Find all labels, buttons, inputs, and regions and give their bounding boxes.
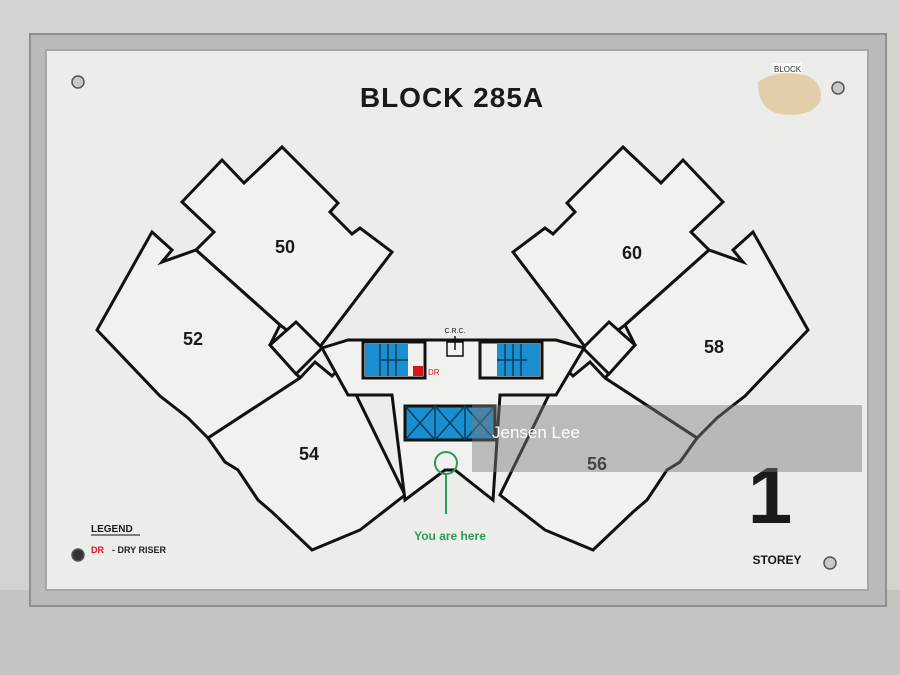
dry-riser-label: DR bbox=[428, 368, 440, 377]
watermark-text: Jensen Lee bbox=[492, 423, 580, 442]
left-wing-units bbox=[95, 144, 407, 552]
unit-58-label: 58 bbox=[704, 337, 724, 357]
you-are-here-marker: You are here bbox=[414, 451, 486, 543]
watermark-band bbox=[472, 405, 862, 472]
crc-label: C.R.C. bbox=[445, 328, 466, 335]
core-area: DR C.R.C. bbox=[319, 328, 587, 503]
unit-54-outline bbox=[205, 359, 407, 552]
screw-icons bbox=[71, 75, 845, 570]
unit-56-outline bbox=[498, 359, 700, 552]
unit-54-label: 54 bbox=[299, 444, 319, 464]
legend-text: - DRY RISER bbox=[112, 545, 167, 555]
unit-60-label: 60 bbox=[622, 243, 642, 263]
unit-50-label: 50 bbox=[275, 237, 295, 257]
legend-title: LEGEND bbox=[91, 524, 133, 535]
storey-label: STOREY bbox=[752, 553, 801, 567]
legend-code: DR bbox=[91, 545, 104, 555]
sticker-residue: BLOCK bbox=[758, 63, 821, 115]
you-are-here-label: You are here bbox=[414, 529, 486, 543]
storey-number: 1 bbox=[748, 451, 793, 540]
block-title: BLOCK 285A bbox=[360, 82, 544, 113]
sticker-text: BLOCK bbox=[774, 65, 802, 74]
unit-56-label: 56 bbox=[587, 454, 607, 474]
dry-riser-marker bbox=[413, 366, 423, 376]
unit-52-label: 52 bbox=[183, 329, 203, 349]
right-wing-units bbox=[498, 144, 810, 552]
